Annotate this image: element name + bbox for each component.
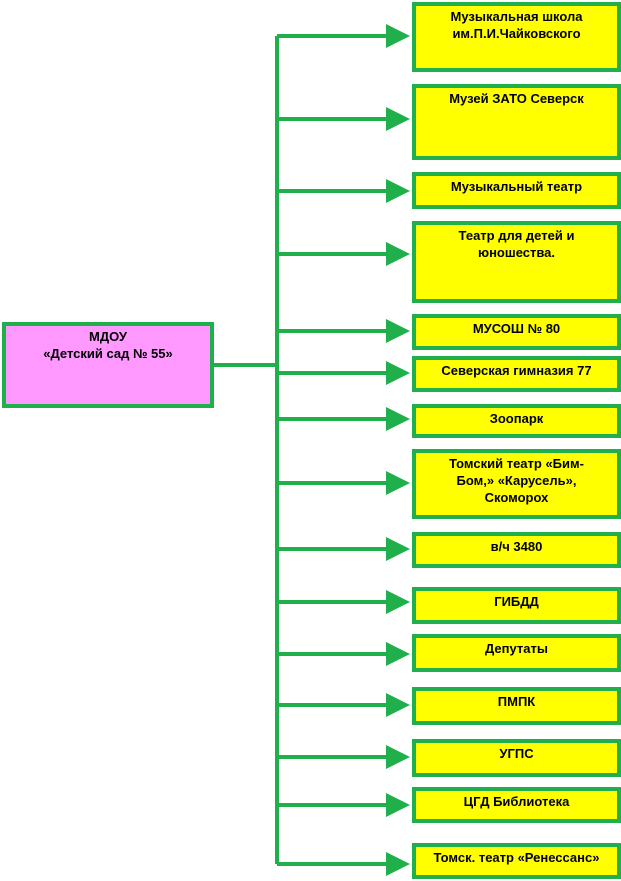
partner-label: МУСОШ № 80 <box>472 321 561 336</box>
partner-label: Томский театр «Бим- Бом,» «Карусель», Ск… <box>449 456 584 505</box>
partner-label: Зоопарк <box>489 411 544 426</box>
partner-label: УГПС <box>499 746 534 761</box>
partner-node: Депутаты <box>412 634 621 672</box>
partner-node: Зоопарк <box>412 404 621 438</box>
partner-node: Музыкальная школа им.П.И.Чайковского <box>412 2 621 72</box>
partner-label: ГИБДД <box>494 594 539 609</box>
partner-label: Томск. театр «Ренессанс» <box>433 850 600 865</box>
partner-label: Северская гимназия 77 <box>441 363 592 378</box>
partner-node: Северская гимназия 77 <box>412 356 621 392</box>
root-node: МДОУ «Детский сад № 55» <box>2 322 214 408</box>
partner-node: ПМПК <box>412 687 621 725</box>
partner-node: Музыкальный театр <box>412 172 621 209</box>
partner-label: в/ч 3480 <box>490 539 543 554</box>
partner-node: МУСОШ № 80 <box>412 314 621 350</box>
partner-label: Депутаты <box>485 641 548 656</box>
partner-label: Музыкальная школа им.П.И.Чайковского <box>450 9 583 41</box>
partner-label: ЦГД Библиотека <box>463 794 570 809</box>
partner-node: Томский театр «Бим- Бом,» «Карусель», Ск… <box>412 449 621 519</box>
partner-node: Театр для детей и юношества. <box>412 221 621 303</box>
partner-label: ПМПК <box>497 694 536 709</box>
partner-node: Томск. театр «Ренессанс» <box>412 843 621 879</box>
partner-label: Музей ЗАТО Северск <box>449 91 584 106</box>
partner-node: в/ч 3480 <box>412 532 621 568</box>
partner-label: Театр для детей и юношества. <box>458 228 575 260</box>
partner-node: Музей ЗАТО Северск <box>412 84 621 160</box>
partner-label: Музыкальный театр <box>450 179 583 194</box>
partner-node: ГИБДД <box>412 587 621 624</box>
partner-node: ЦГД Библиотека <box>412 787 621 823</box>
partner-node: УГПС <box>412 739 621 777</box>
